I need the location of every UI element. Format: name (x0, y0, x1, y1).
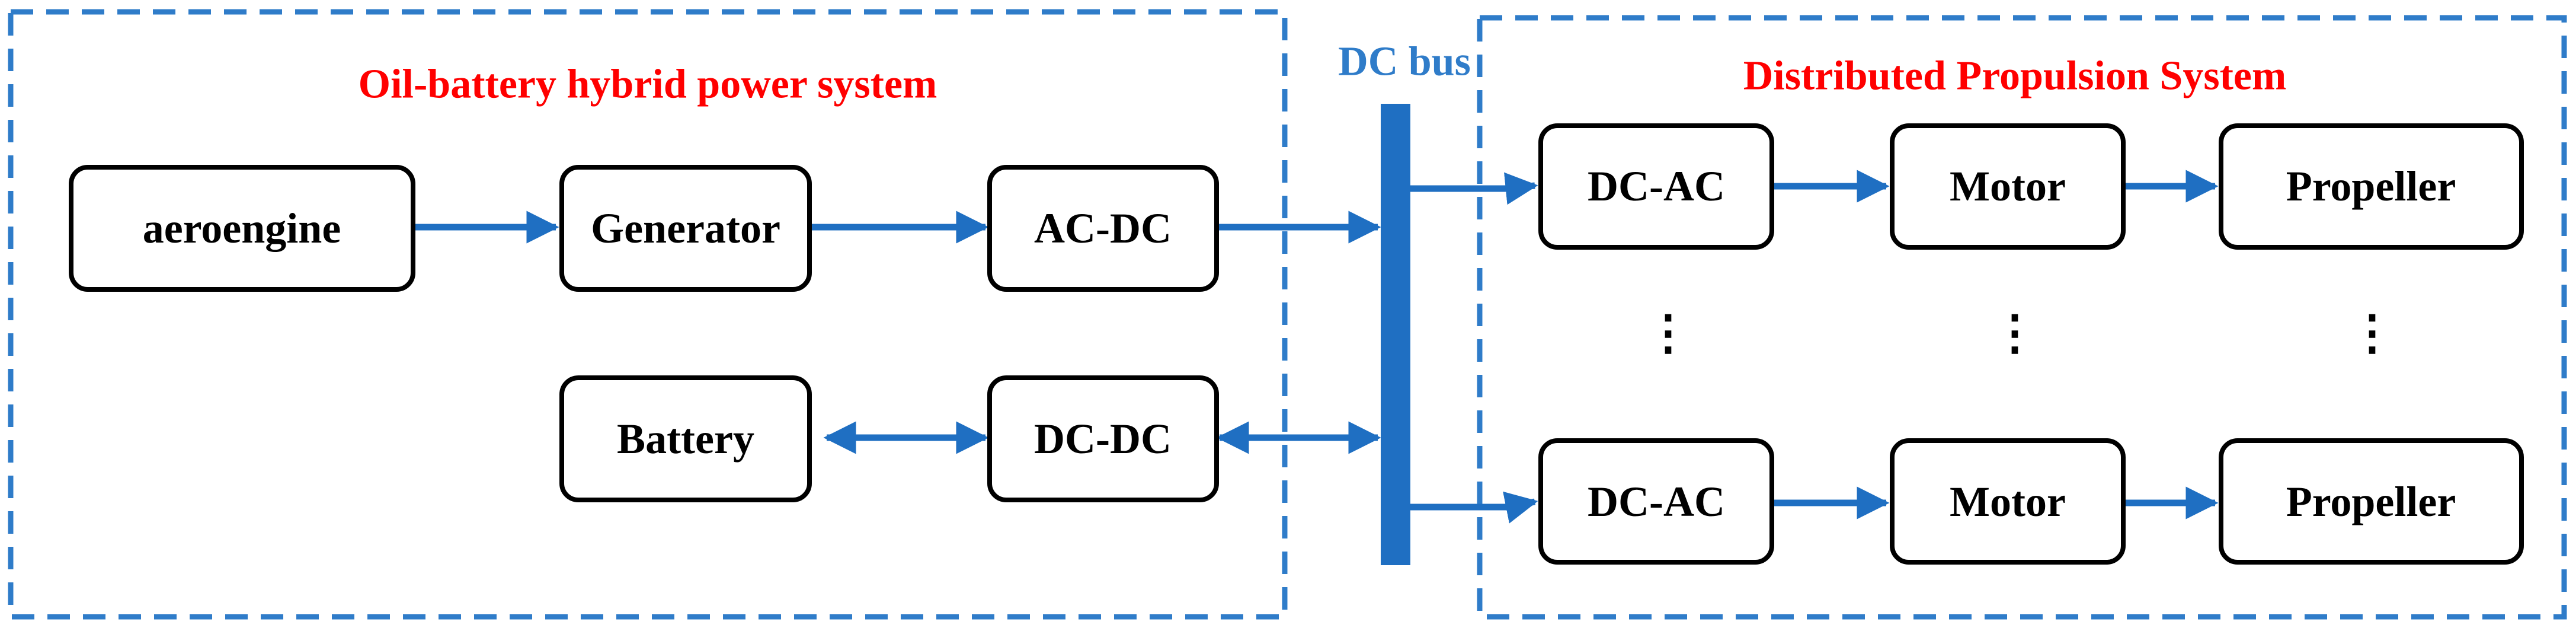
dcdc-label: DC-DC (1034, 415, 1172, 463)
inverter-label-bottom: DC-AC (1588, 478, 1725, 525)
battery-block: Battery (559, 375, 812, 502)
ellipsis-inverter-column: ⋮ (1644, 307, 1692, 359)
hybrid-power-system-frame (8, 9, 1288, 620)
propeller-block-top: Propeller (2219, 123, 2524, 250)
motor-label-bottom: Motor (1950, 478, 2066, 525)
hybrid-power-system-title: Oil-battery hybrid power system (359, 62, 937, 107)
dc-bus-label: DC bus (1338, 39, 1471, 85)
battery-label: Battery (617, 415, 754, 463)
motor-label-top: Motor (1950, 162, 2066, 210)
dc-bus-bar (1381, 104, 1410, 565)
acdc-converter-block: AC-DC (987, 165, 1219, 292)
generator-label: Generator (591, 205, 780, 252)
arrow-bus-to-inverter-bottom (1410, 491, 1538, 524)
acdc-label: AC-DC (1034, 205, 1172, 252)
inverter-block-top: DC-AC (1538, 123, 1774, 250)
motor-block-top: Motor (1890, 123, 2126, 250)
ellipsis-motor-column: ⋮ (1991, 307, 2039, 359)
arrow-bus-to-inverter-top (1410, 172, 1538, 205)
propulsion-system-title: Distributed Propulsion System (1743, 53, 2287, 99)
propeller-label-bottom: Propeller (2286, 478, 2456, 525)
dcdc-converter-block: DC-DC (987, 375, 1219, 502)
inverter-block-bottom: DC-AC (1538, 438, 1774, 565)
aeroengine-label: aeroengine (143, 205, 341, 252)
motor-block-bottom: Motor (1890, 438, 2126, 565)
propulsion-system-frame (1477, 15, 2567, 620)
propeller-block-bottom: Propeller (2219, 438, 2524, 565)
generator-block: Generator (559, 165, 812, 292)
aeroengine-block: aeroengine (69, 165, 415, 292)
ellipsis-propeller-column: ⋮ (2348, 307, 2396, 359)
inverter-label-top: DC-AC (1588, 162, 1725, 210)
propeller-label-top: Propeller (2286, 162, 2456, 210)
